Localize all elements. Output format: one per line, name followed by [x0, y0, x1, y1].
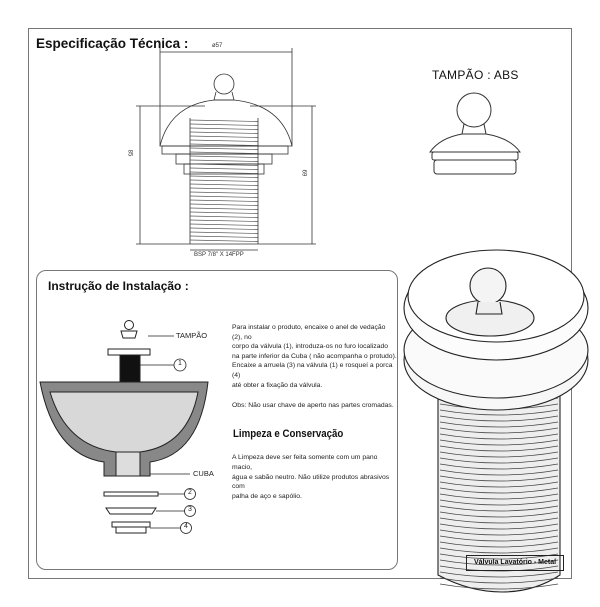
tampao-detail	[429, 92, 521, 175]
installation-box	[36, 270, 398, 570]
tampao-label: TAMPÃO	[176, 331, 208, 340]
callout-1: 1	[178, 360, 182, 367]
callout-2: 2	[188, 489, 192, 496]
tampao-abs-label: TAMPÃO : ABS	[432, 68, 519, 82]
page-title: Especificação Técnica :	[36, 36, 189, 51]
product-label: Válvula Lavatório - Metal	[466, 555, 564, 571]
height-thread-label: 69	[300, 169, 307, 177]
thread-spec-label: BSP 7/8" X 14FPP	[194, 252, 244, 258]
diameter-label: ø57	[212, 43, 223, 49]
installation-text: Para instalar o produto, encaixe o anel …	[232, 324, 397, 389]
callout-4: 4	[184, 523, 188, 530]
care-text: A Limpeza deve ser feita somente com um …	[232, 454, 390, 501]
installation-diagram	[39, 320, 209, 534]
height-total-label: 85	[126, 149, 133, 157]
installation-title: Instrução de Instalação :	[48, 279, 189, 293]
installation-obs: Obs: Não usar chave de aperto nas partes…	[232, 402, 394, 409]
threaded-body-elevation	[189, 119, 259, 242]
valve-3d-render	[403, 249, 589, 593]
callout-3: 3	[188, 506, 192, 513]
care-title: Limpeza e Conservação	[233, 428, 344, 440]
cuba-label: CUBA	[193, 469, 214, 478]
